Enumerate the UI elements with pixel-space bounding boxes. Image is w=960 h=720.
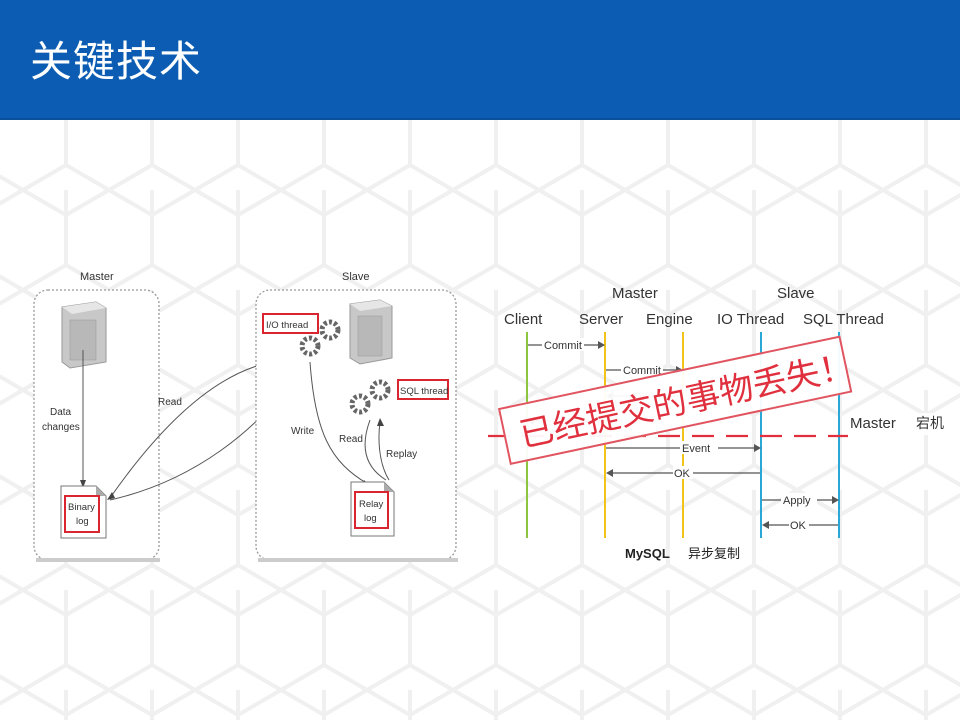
lane-label-io-thread: IO Thread xyxy=(717,311,784,328)
binary-log-label-1: Binary xyxy=(68,502,95,513)
slave-label: Slave xyxy=(342,271,370,283)
message-label: Event xyxy=(682,443,710,455)
gear-icon xyxy=(299,319,341,357)
caption-mysql: MySQL xyxy=(625,546,670,561)
lane-label-client: Client xyxy=(504,311,543,328)
message-label: OK xyxy=(790,520,807,532)
document-icon xyxy=(60,485,107,539)
slave-panel: Slave xyxy=(255,271,458,562)
relay-log-label-2: log xyxy=(364,513,377,524)
message-label: Apply xyxy=(783,495,811,507)
gear-icon xyxy=(349,379,391,415)
replay-label: Replay xyxy=(386,449,417,460)
data-changes-label-2: changes xyxy=(42,422,80,433)
master-label: Master xyxy=(80,271,114,283)
data-changes-label-1: Data xyxy=(50,407,72,418)
server-icon xyxy=(61,301,107,369)
hexagon-background xyxy=(0,120,960,720)
slave-read-label: Read xyxy=(339,434,363,445)
group-slave-label: Slave xyxy=(777,285,815,302)
write-label: Write xyxy=(291,426,315,437)
lane-label-server: Server xyxy=(579,311,623,328)
sql-thread-label: SQL thread xyxy=(400,386,448,397)
binary-log-label-2: log xyxy=(76,516,89,527)
read-label: Read xyxy=(158,397,182,408)
lane-label-engine: Engine xyxy=(646,311,693,328)
server-icon xyxy=(349,299,393,365)
message-label: OK xyxy=(674,468,691,480)
message-label: Commit xyxy=(544,340,582,352)
document-icon xyxy=(350,481,395,537)
master-crash-label: Master xyxy=(850,415,896,432)
caption-cn: 异步复制 xyxy=(688,547,740,562)
title-bar: 关键技术 xyxy=(0,0,960,120)
relay-log-label-1: Relay xyxy=(359,499,384,510)
group-master-label: Master xyxy=(612,285,658,302)
master-crash-label-cn: 宕机 xyxy=(916,416,944,432)
page-title: 关键技术 xyxy=(30,37,203,86)
lane-label-sql-thread: SQL Thread xyxy=(803,311,884,328)
replication-architecture-diagram: Master Data changes Binary log Read Slav… xyxy=(33,271,458,562)
io-thread-label: I/O thread xyxy=(266,320,308,331)
message-label: Commit xyxy=(623,365,661,377)
